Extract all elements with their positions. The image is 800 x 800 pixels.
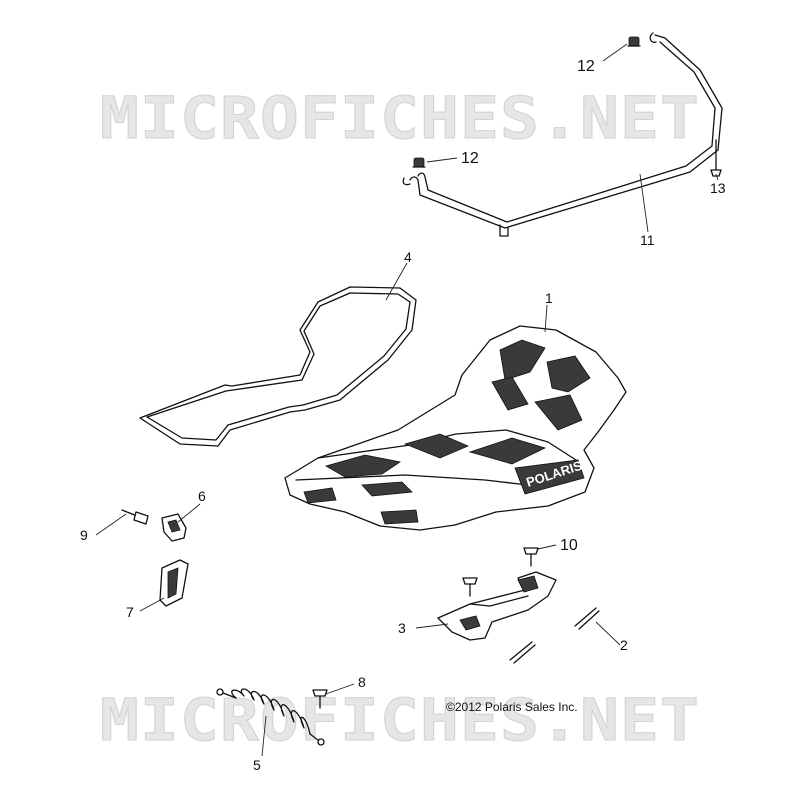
watermark-top: MICROFICHES.NET (100, 84, 700, 152)
part-8-screw (312, 689, 328, 709)
part-10-bolt-b (462, 577, 478, 597)
callout-9: 9 (80, 527, 88, 543)
part-4-seal (139, 286, 417, 447)
callout-10: 10 (560, 537, 578, 554)
part-10-bolt-a (523, 547, 539, 567)
callout-1: 1 (545, 290, 553, 306)
callout-6: 6 (198, 488, 206, 504)
part-5-spring (216, 688, 325, 746)
leader-lines (95, 43, 719, 757)
callout-3: 3 (398, 620, 406, 636)
part-2-pin-a (574, 607, 600, 630)
part-3-bracket (437, 571, 557, 641)
part-12-nut-left (412, 157, 426, 168)
part-7-latch (159, 559, 189, 607)
part-13-bolt (710, 139, 722, 177)
part-2-pin-b (509, 641, 536, 664)
callout-11: 11 (640, 232, 655, 248)
callout-2: 2 (620, 637, 628, 653)
part-12-nut-top (627, 36, 641, 47)
callout-12-top: 12 (577, 58, 595, 75)
callout-12-left: 12 (461, 150, 479, 167)
callout-7: 7 (126, 604, 134, 620)
part-11-rack-tube (402, 32, 723, 237)
callout-5: 5 (253, 757, 261, 773)
part-1-body: POLARIS (284, 325, 627, 531)
callout-13: 13 (710, 180, 726, 196)
watermark-bottom: MICROFICHES.NET (100, 686, 700, 754)
copyright-text: ©2012 Polaris Sales Inc. (446, 700, 578, 714)
part-9-pin (121, 509, 149, 525)
callout-8: 8 (358, 674, 366, 690)
callout-4: 4 (404, 249, 412, 265)
